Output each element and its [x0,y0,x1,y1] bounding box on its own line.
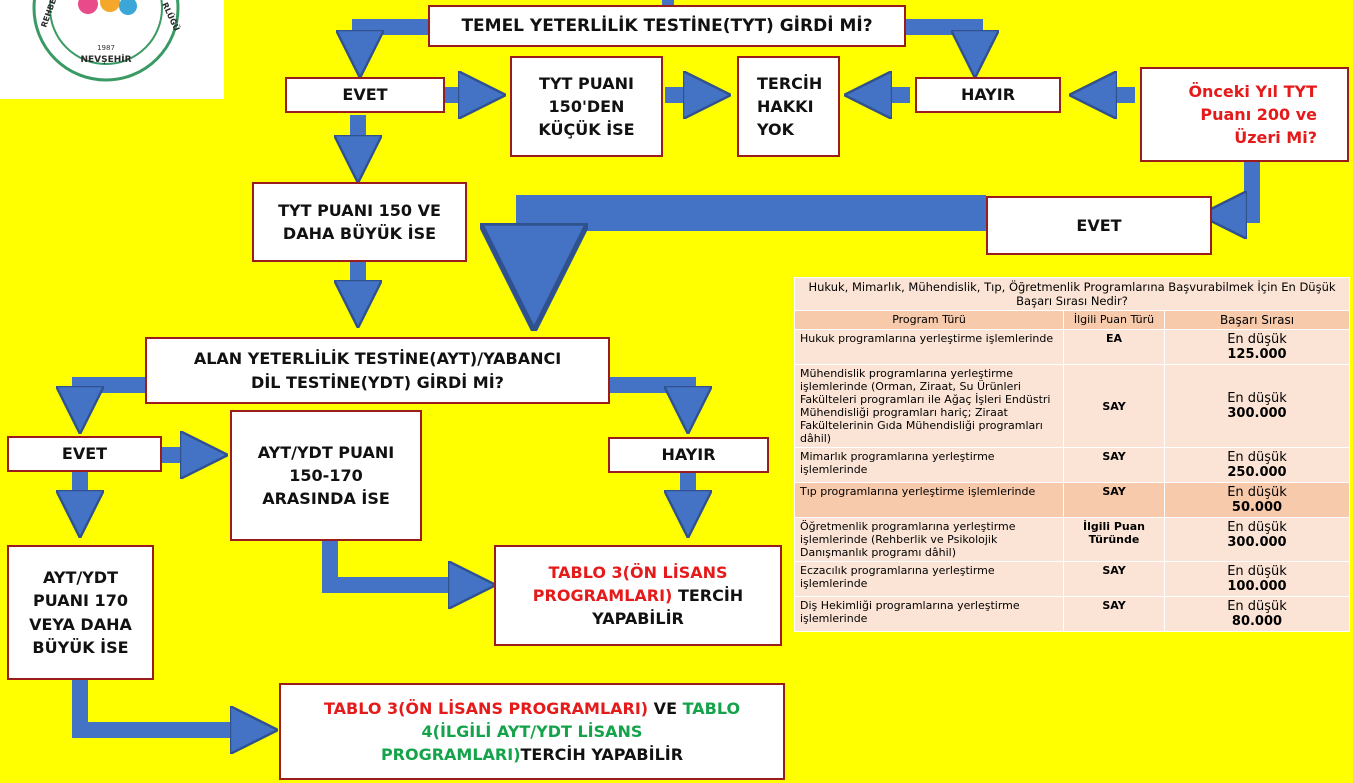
table-row: Diş Hekimliği programlarına yerleştirme … [794,596,1350,632]
hayir-box-2: HAYIR [608,437,769,473]
table-row: Mimarlık programlarına yerleştirme işlem… [794,447,1350,483]
arrow-q-to-evet [360,19,430,62]
question-tyt-text: TEMEL YETERLİLİK TESTİNE(TYT) GİRDİ Mİ? [461,15,873,36]
no-right-box: TERCİH HAKKI YOK [737,56,840,157]
header-rank: Başarı Sırası [1164,310,1350,330]
hayir-box-1: HAYIR [915,77,1061,113]
header-program: Program Türü [794,310,1064,330]
ayt-mid-box: AYT/YDT PUANI 150-170 ARASINDA İSE [230,410,422,541]
arrow-aytmid-to-tablo3 [322,540,480,585]
header-score-type: İlgili Puan Türü [1063,310,1165,330]
table-row: Eczacılık programlarına yerleştirme işle… [794,561,1350,597]
arrow-ayt-high-to-final [72,680,262,730]
question-tyt-box: TEMEL YETERLİLİK TESTİNE(TYT) GİRDİ Mİ? [428,5,906,47]
arrow-prev-to-evet2 [1215,162,1260,215]
arrow-ayt-to-hayir2 [610,377,688,418]
previous-year-box: Önceki Yıl TYT Puanı 200 ve Üzeri Mi? [1140,67,1349,162]
arrow-evet2-to-ayt [534,195,986,295]
tablo3-box: TABLO 3(ÖN LİSANS PROGRAMLARI) TERCİH YA… [494,545,782,646]
success-rank-table: Hukuk, Mimarlık, Mühendislik, Tıp, Öğret… [794,277,1350,632]
tyt-low-box: TYT PUANI 150'DEN KÜÇÜK İSE [510,56,663,157]
evet-box-3: EVET [7,436,162,472]
table-row: Hukuk programlarına yerleştirme işlemler… [794,329,1350,365]
tyt-high-box: TYT PUANI 150 VE DAHA BÜYÜK İSE [252,182,467,262]
question-ayt-box: ALAN YETERLİLİK TESTİNE(AYT)/YABANCI DİL… [145,337,610,404]
table-row: Öğretmenlik programlarına yerleştirme iş… [794,517,1350,562]
counseling-logo-icon: 1987 NEVŞEHİR REHBE RLÜĞÜ [32,0,183,82]
table-row: Tıp programlarına yerleştirme işlemlerin… [794,482,1350,518]
evet-box-1: EVET [285,77,445,113]
final-box: TABLO 3(ÖN LİSANS PROGRAMLARI) VE TABLO … [279,683,785,780]
ayt-high-box: AYT/YDT PUANI 170 VEYA DAHA BÜYÜK İSE [7,545,154,680]
arrow-ayt-to-evet3 [80,377,145,418]
logo-area: 1987 NEVŞEHİR REHBE RLÜĞÜ [0,0,224,99]
logo-city: NEVŞEHİR [80,54,131,65]
logo-year: 1987 [97,44,115,52]
evet-box-2: EVET [986,196,1212,255]
arrow-q-to-hayir [905,19,975,62]
table-title: Hukuk, Mimarlık, Mühendislik, Tıp, Öğret… [794,277,1350,311]
table-row: Mühendislik programlarına yerleştirme iş… [794,364,1350,448]
